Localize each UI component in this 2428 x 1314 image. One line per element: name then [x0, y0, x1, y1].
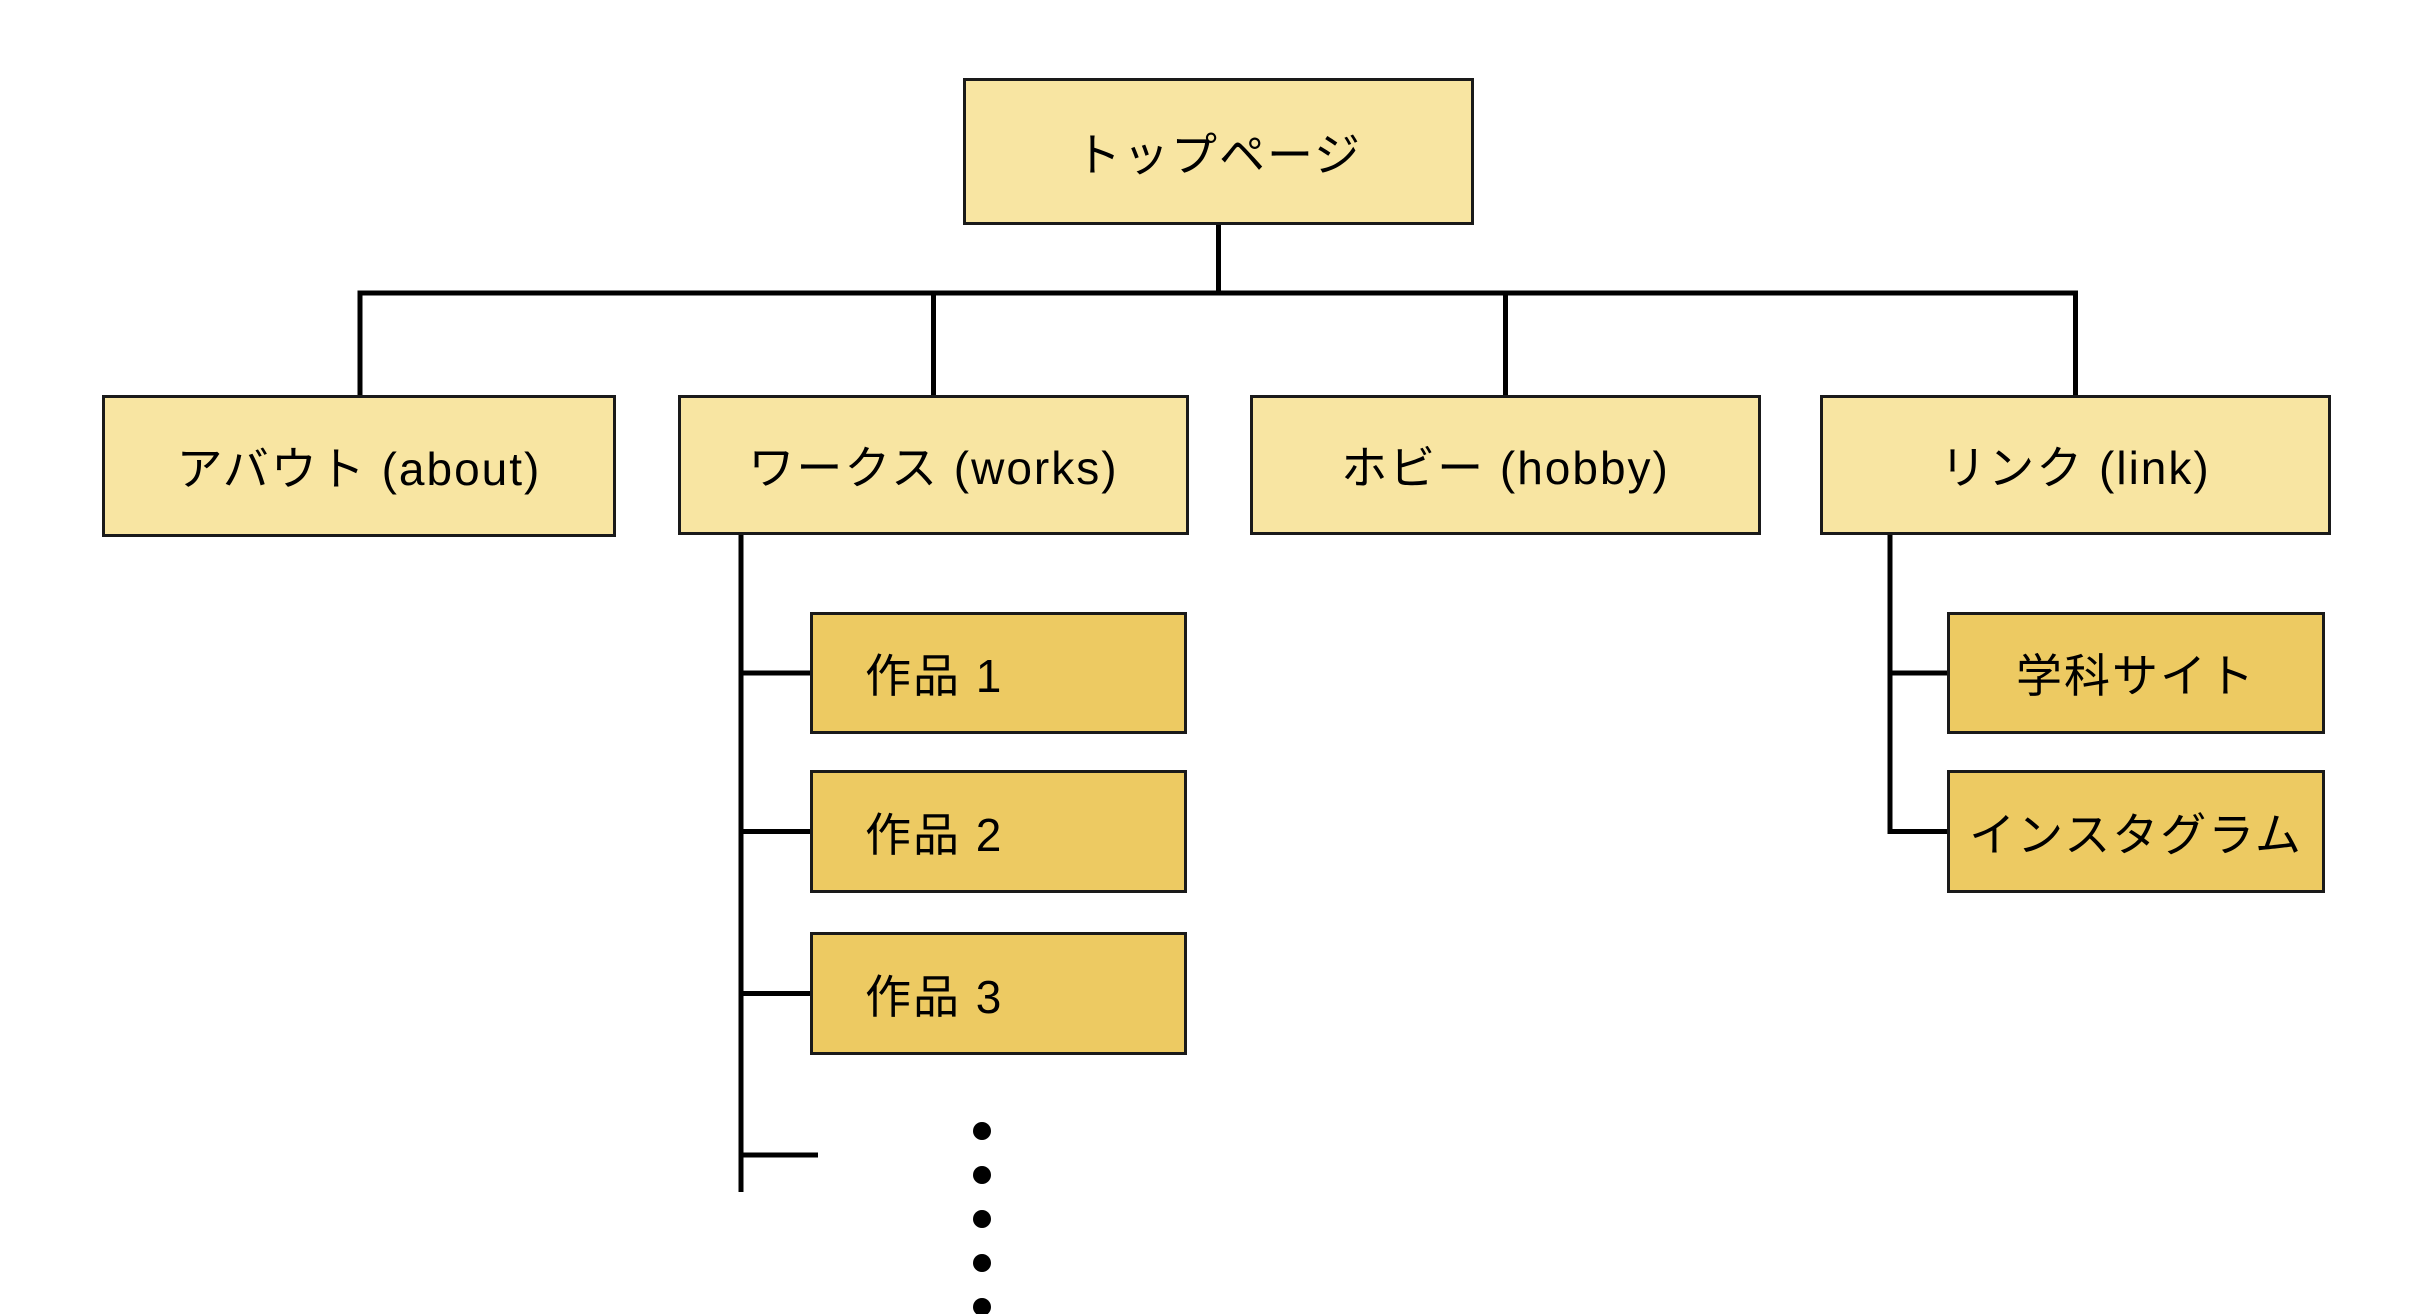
node-work-1: 作品 1 — [810, 612, 1187, 734]
more-works-dot — [973, 1166, 991, 1184]
node-work-3-label: 作品 3 — [865, 970, 1004, 1023]
more-works-dot — [973, 1254, 991, 1272]
node-work-2-label: 作品 2 — [865, 808, 1004, 861]
connector-link-spine — [1887, 535, 1947, 834]
node-works: ワークス (works) — [678, 395, 1189, 535]
node-work-1-label: 作品 1 — [865, 650, 1004, 702]
node-hobby-label: ホビー (hobby) — [1341, 442, 1670, 494]
node-link: リンク (link) — [1820, 395, 2331, 535]
node-link-label: リンク (link) — [1940, 442, 2211, 494]
node-work-2: 作品 2 — [810, 770, 1187, 893]
node-hobby: ホビー (hobby) — [1250, 395, 1761, 535]
node-department-site: 学科サイト — [1947, 612, 2325, 734]
more-works-dot — [973, 1210, 991, 1228]
node-top-page: トップページ — [963, 78, 1474, 225]
node-about-label: アバウト (about) — [176, 443, 542, 495]
node-top-page-label: トップページ — [1074, 128, 1363, 181]
more-works-dots — [973, 1122, 991, 1314]
node-works-label: ワークス (works) — [748, 442, 1119, 494]
node-work-3: 作品 3 — [810, 932, 1187, 1055]
more-works-dot — [973, 1122, 991, 1140]
node-department-site-label: 学科サイト — [2016, 650, 2256, 702]
more-works-dot — [973, 1298, 991, 1314]
node-instagram: インスタグラム — [1947, 770, 2325, 893]
node-instagram-label: インスタグラム — [1969, 808, 2303, 861]
node-about: アバウト (about) — [102, 395, 616, 537]
connector-children-rail — [357, 290, 2078, 395]
